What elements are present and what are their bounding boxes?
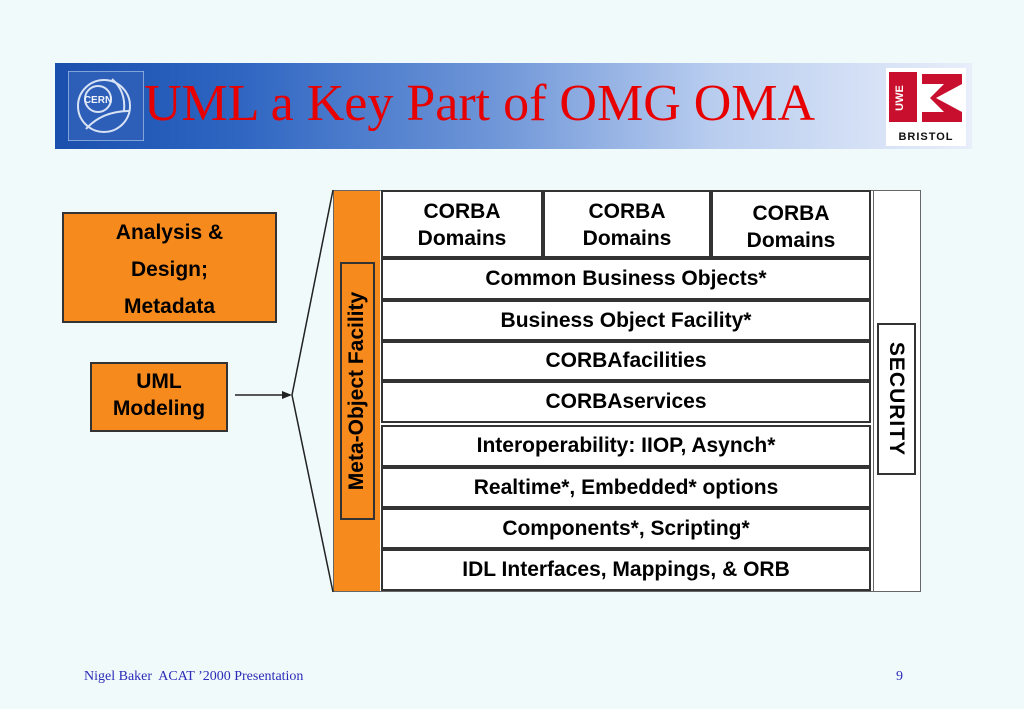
slide-title: UML a Key Part of OMG OMA: [144, 75, 816, 132]
layer-interoperability: Interoperability: IIOP, Asynch*: [381, 425, 871, 467]
footer-author: Nigel Baker ACAT ’2000 Presentation: [84, 669, 304, 684]
title-banner: [55, 63, 972, 149]
svg-text:BRISTOL: BRISTOL: [898, 131, 953, 143]
security-label: SECURITY: [885, 341, 908, 457]
analysis-design-metadata-box: Analysis & Design; Metadata: [62, 212, 277, 323]
corba-domain-box-2: CORBA Domains: [543, 190, 711, 258]
domain-2-line-2: Domains: [582, 227, 672, 250]
meta-object-facility-label: Meta-Object Facility: [345, 291, 368, 491]
bracket-upper-line: [291, 189, 334, 396]
corba-domain-box-1: CORBA Domains: [381, 190, 543, 258]
uml-line-1: UML: [136, 370, 182, 393]
domain-3-line-2: Domains: [746, 229, 836, 252]
layer-realtime-embedded: Realtime*, Embedded* options: [381, 467, 871, 508]
domain-2-line-1: CORBA: [588, 200, 666, 223]
svg-text:CERN: CERN: [84, 95, 112, 106]
page-number: 9: [896, 669, 903, 684]
layer-business-object-facility: Business Object Facility*: [381, 300, 871, 341]
security-label-box: [877, 323, 916, 475]
domain-3-line-1: CORBA: [752, 202, 830, 225]
domain-1-line-1: CORBA: [423, 200, 501, 223]
layer-components-scripting: Components*, Scripting*: [381, 508, 871, 549]
uml-arrow-head: [282, 391, 292, 399]
uml-modeling-box: UML Modeling: [90, 362, 228, 432]
layer-corbaservices: CORBAservices: [381, 381, 871, 423]
cern-logo: CERN: [68, 71, 144, 141]
domain-1-line-2: Domains: [417, 227, 507, 250]
layer-corbafacilities: CORBAfacilities: [381, 341, 871, 381]
uwe-bristol-logo: UWE BRISTOL: [886, 68, 966, 146]
corba-domain-box-3: CORBA Domains: [711, 190, 871, 258]
layer-common-business-objects: Common Business Objects*: [381, 258, 871, 300]
analysis-line-1: Analysis &: [115, 221, 224, 244]
meta-object-facility-label-box: [340, 262, 375, 520]
analysis-line-2: Design;: [130, 258, 208, 281]
uml-line-2: Modeling: [112, 397, 206, 420]
analysis-line-3: Metadata: [123, 295, 216, 318]
bracket-lower-line: [291, 394, 334, 593]
layer-idl-interfaces: IDL Interfaces, Mappings, & ORB: [381, 549, 871, 591]
svg-text:UWE: UWE: [894, 85, 906, 111]
